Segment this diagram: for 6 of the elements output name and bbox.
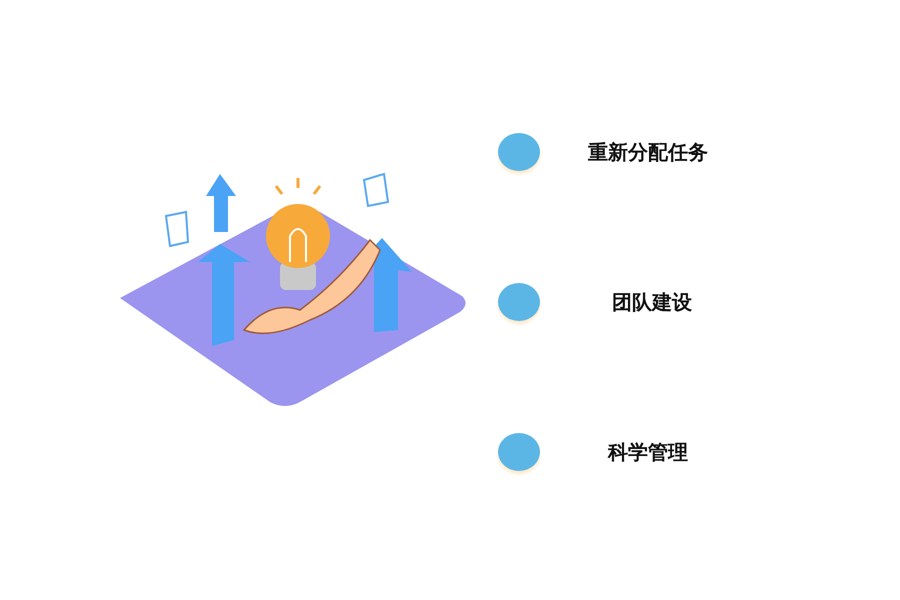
circle-bullet	[498, 283, 540, 321]
circle-bullet	[498, 433, 540, 471]
item-label: 团队建设	[612, 289, 692, 316]
circle-bullet	[498, 133, 540, 171]
item-label: 科学管理	[608, 439, 688, 466]
item-label: 重新分配任务	[588, 139, 708, 166]
